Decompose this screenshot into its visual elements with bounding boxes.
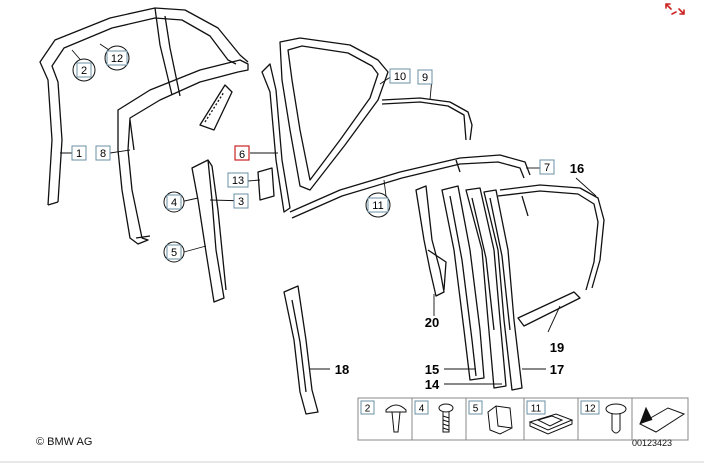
- callout-1[interactable]: 1: [71, 145, 87, 161]
- callout-8[interactable]: 8: [95, 145, 111, 161]
- part-10-window-frame: [279, 37, 389, 191]
- part-20-bracket: [415, 185, 447, 297]
- callout-6-selected[interactable]: 6: [234, 145, 250, 161]
- legend-12[interactable]: 12: [580, 400, 600, 415]
- fastener-legend: [357, 397, 689, 441]
- callout-10[interactable]: 10: [389, 68, 411, 84]
- svg-text:11: 11: [531, 404, 542, 415]
- svg-text:1: 1: [76, 148, 82, 160]
- svg-text:16: 16: [570, 161, 584, 176]
- callout-7[interactable]: 7: [539, 159, 555, 175]
- svg-text:12: 12: [111, 53, 123, 65]
- callout-3[interactable]: 3: [233, 193, 249, 209]
- clip-11-drawing: [528, 413, 574, 435]
- corner-trim-piece: [199, 84, 233, 131]
- part-16-curved-seal: [497, 184, 605, 291]
- svg-text:19: 19: [550, 340, 564, 355]
- legend-4[interactable]: 4: [414, 400, 429, 415]
- svg-text:14: 14: [425, 377, 440, 392]
- expand-arrows-icon[interactable]: [664, 2, 686, 16]
- screw-4-drawing: [438, 403, 454, 433]
- callout-5[interactable]: 5: [163, 241, 185, 263]
- svg-text:2: 2: [365, 404, 371, 415]
- svg-text:11: 11: [372, 200, 383, 212]
- copyright-notice: © BMW AG: [36, 436, 93, 448]
- svg-text:20: 20: [425, 315, 439, 330]
- part-14-guide-channel: [465, 187, 507, 389]
- part-4-pillar-trim: [191, 159, 227, 303]
- part-6-seal-strip: [261, 63, 291, 213]
- svg-text:4: 4: [419, 404, 425, 415]
- part-1-door-frame: [39, 7, 249, 206]
- callout-14[interactable]: 14: [425, 377, 440, 392]
- callout-15[interactable]: 15: [425, 362, 439, 377]
- callout-11[interactable]: 11: [365, 192, 391, 218]
- legend-5[interactable]: 5: [468, 400, 483, 415]
- callout-16[interactable]: 16: [570, 161, 584, 176]
- svg-text:6: 6: [239, 149, 245, 161]
- clip-2-drawing: [385, 404, 407, 433]
- callout-19[interactable]: 19: [550, 340, 564, 355]
- part-19-sill-strip: [517, 291, 581, 327]
- svg-text:5: 5: [171, 247, 177, 259]
- svg-text:8: 8: [100, 148, 106, 160]
- legend-11[interactable]: 11: [526, 400, 546, 415]
- part-15-guide-channel: [441, 185, 485, 381]
- svg-text:13: 13: [232, 175, 244, 187]
- svg-text:4: 4: [171, 197, 177, 209]
- svg-text:5: 5: [473, 404, 479, 415]
- callout-9[interactable]: 9: [417, 69, 433, 85]
- diagram-number: 00123423: [632, 438, 673, 448]
- part-18-trim-strip: [283, 285, 319, 415]
- svg-text:9: 9: [422, 72, 428, 84]
- callout-13[interactable]: 13: [227, 172, 249, 188]
- part-17-guide-channel: [483, 189, 523, 391]
- part-8-inner-frame: [117, 59, 249, 245]
- part-9-rail: [381, 97, 473, 141]
- part-13-block: [257, 167, 275, 201]
- svg-text:2: 2: [81, 65, 87, 77]
- clip-12-drawing: [605, 403, 627, 434]
- callout-4[interactable]: 4: [163, 191, 185, 213]
- svg-text:17: 17: [550, 362, 564, 377]
- svg-text:18: 18: [335, 362, 349, 377]
- callout-18[interactable]: 18: [335, 362, 349, 377]
- clip-5-drawing: [487, 405, 513, 435]
- callout-12[interactable]: 12: [104, 45, 130, 71]
- svg-text:3: 3: [238, 196, 244, 208]
- callout-2[interactable]: 2: [72, 58, 96, 82]
- svg-text:12: 12: [584, 404, 596, 415]
- svg-text:15: 15: [425, 362, 439, 377]
- callout-17[interactable]: 17: [550, 362, 564, 377]
- part-11-channel-strip: [289, 154, 531, 219]
- svg-text:10: 10: [394, 71, 406, 83]
- svg-text:7: 7: [544, 162, 550, 174]
- legend-2[interactable]: 2: [360, 400, 375, 415]
- arrow-symbol-drawing: [638, 406, 686, 433]
- callout-20[interactable]: 20: [425, 315, 439, 330]
